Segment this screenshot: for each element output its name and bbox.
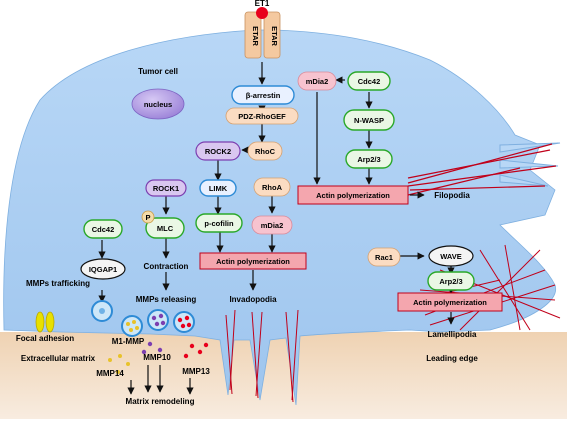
phospho-badge-label: P (145, 213, 150, 222)
wave-label: WAVE (440, 252, 462, 261)
cdc42-top-node: Cdc42 (347, 71, 391, 91)
released-mmp-dots (108, 341, 209, 374)
beta-arrestin-node: β-arrestin (231, 85, 295, 105)
mdia2-mid-node: mDia2 (251, 215, 293, 235)
mlc-node: MLC (145, 217, 185, 239)
et1-ligand (256, 7, 268, 19)
nucleus-label: nucleus (144, 100, 172, 109)
p-cofilin-label: p-cofilin (204, 219, 234, 228)
actin-polymerization-right: Actin polymerization (397, 292, 503, 312)
limk-node: LIMK (199, 179, 237, 197)
nucleus (131, 88, 185, 120)
leading-edge-label: Leading edge (426, 354, 478, 363)
actin-polymerization-top-label: Actin polymerization (316, 191, 390, 200)
matrix-remodeling-label: Matrix remodeling (126, 397, 195, 406)
rock1-label: ROCK1 (153, 184, 179, 193)
mdia2-top-label: mDia2 (306, 77, 329, 86)
iqgap1-node: IQGAP1 (80, 258, 126, 280)
arp23-top-node: Arp2/3 (345, 149, 393, 169)
mmp-vesicles (91, 300, 195, 337)
m1-mmp-label: M1-MMP (112, 337, 145, 346)
rac1-node: Rac1 (367, 247, 401, 267)
invadopodia-label: Invadopodia (229, 295, 277, 304)
extracellular-matrix-band (0, 332, 567, 419)
mlc-label: MLC (157, 224, 174, 233)
invadopodia-actin-fibers (225, 309, 299, 403)
arp23-top-label: Arp2/3 (357, 155, 380, 164)
et1-label: ET1 (255, 0, 270, 8)
actin-polymerization-top: Actin polymerization (297, 185, 409, 205)
phospho-badge: P (141, 210, 155, 224)
actin-polymerization-right-label: Actin polymerization (413, 298, 487, 307)
beta-arrestin-label: β-arrestin (246, 91, 281, 100)
arp23-right-node: Arp2/3 (427, 271, 475, 291)
actin-polymerization-mid-label: Actin polymerization (216, 257, 290, 266)
filopodia-label: Filopodia (434, 191, 470, 200)
etar-receptor-right: ETAR (263, 11, 281, 59)
mmp13-label: MMP13 (182, 367, 210, 376)
p-cofilin-node: p-cofilin (195, 213, 243, 233)
filopodia-spikes (499, 142, 561, 187)
mmps-releasing-label: MMPs releasing (136, 295, 197, 304)
iqgap1-label: IQGAP1 (89, 265, 117, 274)
wave-node: WAVE (428, 245, 474, 267)
etar-left-label: ETAR (251, 26, 260, 46)
mdia2-top-node: mDia2 (297, 71, 337, 91)
arp23-right-label: Arp2/3 (439, 277, 462, 286)
rock2-label: ROCK2 (205, 147, 231, 156)
pdz-rhogef-label: PDZ-RhoGEF (238, 112, 286, 121)
rhoa-label: RhoA (262, 183, 283, 192)
pdz-rhogef-node: PDZ-RhoGEF (225, 107, 299, 125)
etar-receptor-left: ETAR (244, 11, 262, 59)
cdc42-top-label: Cdc42 (358, 77, 381, 86)
n-wasp-node: N-WASP (343, 109, 395, 131)
contraction-label: Contraction (144, 262, 189, 271)
lamellipodia-label: Lamellipodia (428, 330, 477, 339)
mmp10-label: MMP10 (143, 353, 171, 362)
rock1-node: ROCK1 (145, 179, 187, 197)
rock2-node: ROCK2 (195, 141, 241, 161)
cdc42-left-node: Cdc42 (83, 219, 123, 239)
mmps-trafficking-label: MMPs trafficking (26, 279, 90, 288)
mdia2-mid-label: mDia2 (261, 221, 284, 230)
actin-polymerization-mid: Actin polymerization (199, 252, 307, 270)
focal-adhesion-label: Focal adhesion (16, 334, 74, 343)
extracellular-matrix-label: Extracellular matrix (21, 354, 96, 363)
limk-label: LIMK (209, 184, 228, 193)
n-wasp-label: N-WASP (354, 116, 384, 125)
filopodia-actin-fibers (407, 143, 557, 196)
cdc42-left-label: Cdc42 (92, 225, 115, 234)
mmp14-label: MMP14 (96, 369, 124, 378)
etar-right-label: ETAR (270, 26, 279, 46)
rhoc-node: RhoC (247, 141, 283, 161)
rhoc-label: RhoC (255, 147, 276, 156)
rac1-label: Rac1 (375, 253, 393, 262)
tumor-cell-label: Tumor cell (138, 67, 178, 76)
focal-adhesion-marks (35, 311, 55, 333)
rhoa-node: RhoA (253, 177, 291, 197)
